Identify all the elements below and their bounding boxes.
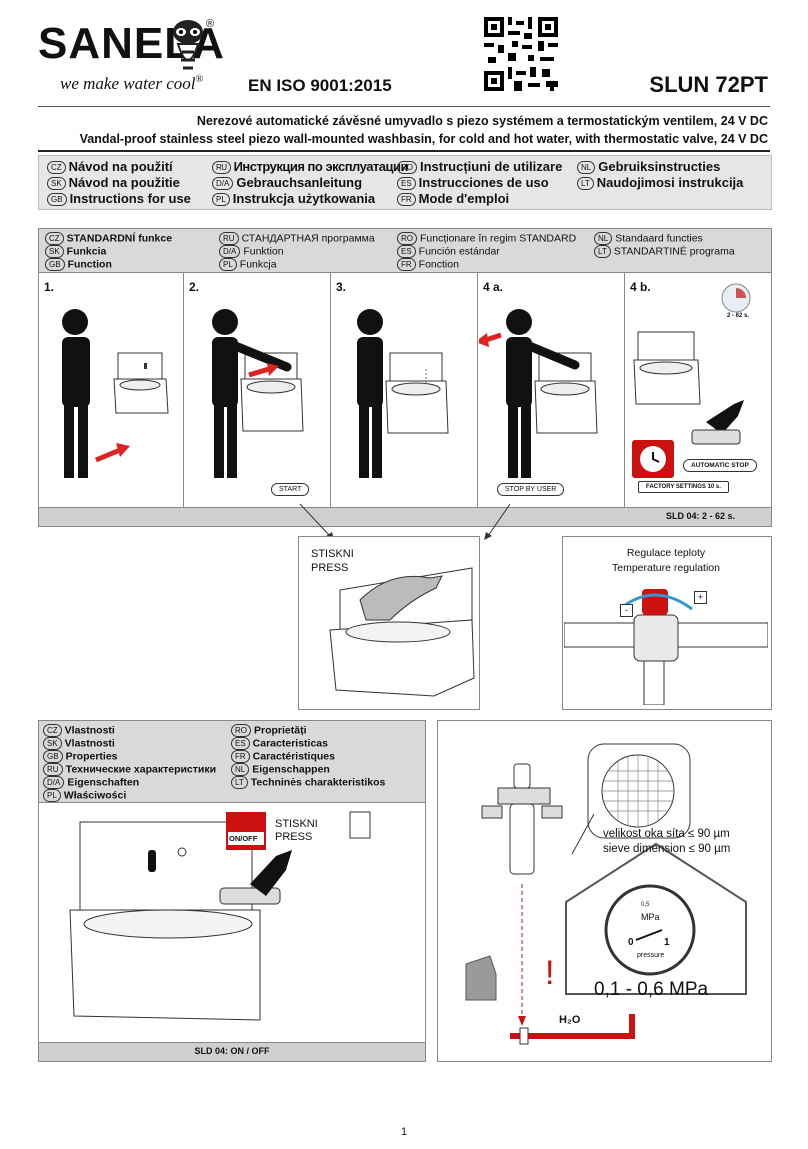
- iso-certification: EN ISO 9001:2015: [248, 76, 392, 95]
- sieve-text: velikost oka síta ≤ 90 µm sieve dimensio…: [603, 827, 730, 857]
- gauge-mid: 0,5: [641, 902, 650, 908]
- basin-press-illustration: [329, 567, 475, 697]
- stop-by-user-label: STOP BY USER: [497, 483, 565, 496]
- registered-mark: ®: [206, 18, 215, 30]
- press-text: STISKNI PRESS: [311, 547, 354, 575]
- onoff-press-text: STISKNI PRESS: [275, 818, 318, 844]
- person-approach-icon: [62, 309, 169, 478]
- gauge-min: 0: [628, 937, 634, 948]
- person-hand-sensor-icon: [212, 309, 304, 478]
- step-3-number: 3.: [336, 280, 347, 294]
- step-2-number: 2.: [189, 280, 200, 294]
- onoff-label: ON/OFF: [229, 834, 258, 843]
- person-washing-icon: [357, 309, 449, 478]
- factory-settings-label: FACTORY SETTINGS 10 s.: [638, 481, 729, 493]
- start-label: START: [271, 483, 310, 496]
- temperature-minus: -: [620, 604, 633, 617]
- press-en: PRESS: [311, 562, 349, 574]
- person-leaving-icon: [479, 309, 598, 478]
- press-cz: STISKNI: [311, 548, 354, 560]
- filter-pressure-illustration: [465, 743, 747, 1045]
- gauge-max: 1: [664, 937, 670, 948]
- temperature-plus: +: [694, 591, 707, 604]
- onoff-press-cz: STISKNI: [275, 818, 318, 830]
- description-en: Vandal-proof stainless steel piezo wall-…: [79, 132, 768, 146]
- timer-range: 2 - 62 s.: [726, 313, 749, 319]
- step-1-number: 1.: [44, 280, 55, 294]
- header-rule: [38, 106, 770, 107]
- qr-code-icon: [484, 17, 558, 91]
- step-4b-number: 4 b.: [630, 280, 651, 294]
- h2o-label: H₂O: [559, 1014, 581, 1026]
- connector-lines: [299, 503, 510, 540]
- description-cz: Nerezové automatické závěsné umyvadlo s …: [196, 114, 768, 128]
- header-rule-bold: [38, 150, 770, 152]
- model-number: SLUN 72PT: [649, 72, 768, 97]
- onoff-press-en: PRESS: [275, 831, 313, 843]
- properties-sld: SLD 04: ON / OFF: [194, 1046, 270, 1056]
- function-footer: SLD 04: 2 - 62 s.: [38, 507, 772, 527]
- gauge-label: pressure: [637, 952, 665, 959]
- basin-onoff-illustration: [69, 811, 371, 1021]
- step-4a-number: 4 a.: [483, 280, 504, 294]
- warning-mark: !: [545, 954, 555, 992]
- function-sld: SLD 04: 2 - 62 s.: [665, 511, 735, 521]
- temperature-text: Regulace teploty Temperature regulation: [562, 546, 770, 576]
- thermostatic-valve-illustration: [564, 589, 768, 705]
- properties-footer: SLD 04: ON / OFF: [38, 1042, 426, 1062]
- sieve-cz: velikost oka síta ≤ 90 µm: [603, 828, 730, 840]
- raccoon-mascot-icon: [173, 20, 203, 70]
- automatic-stop-label: AUTOMATIC STOP: [683, 459, 757, 472]
- page-number: 1: [400, 1126, 408, 1138]
- gauge-unit: MPa: [641, 912, 660, 922]
- pressure-range: 0,1 - 0,6 MPa: [594, 979, 709, 1000]
- temperature-cz: Regulace teploty: [626, 547, 706, 559]
- sieve-en: sieve dimension ≤ 90 µm: [603, 843, 731, 855]
- automatic-stop-illustration: [632, 283, 751, 478]
- temperature-en: Temperature regulation: [612, 562, 720, 574]
- tagline: we make water cool®: [60, 74, 204, 93]
